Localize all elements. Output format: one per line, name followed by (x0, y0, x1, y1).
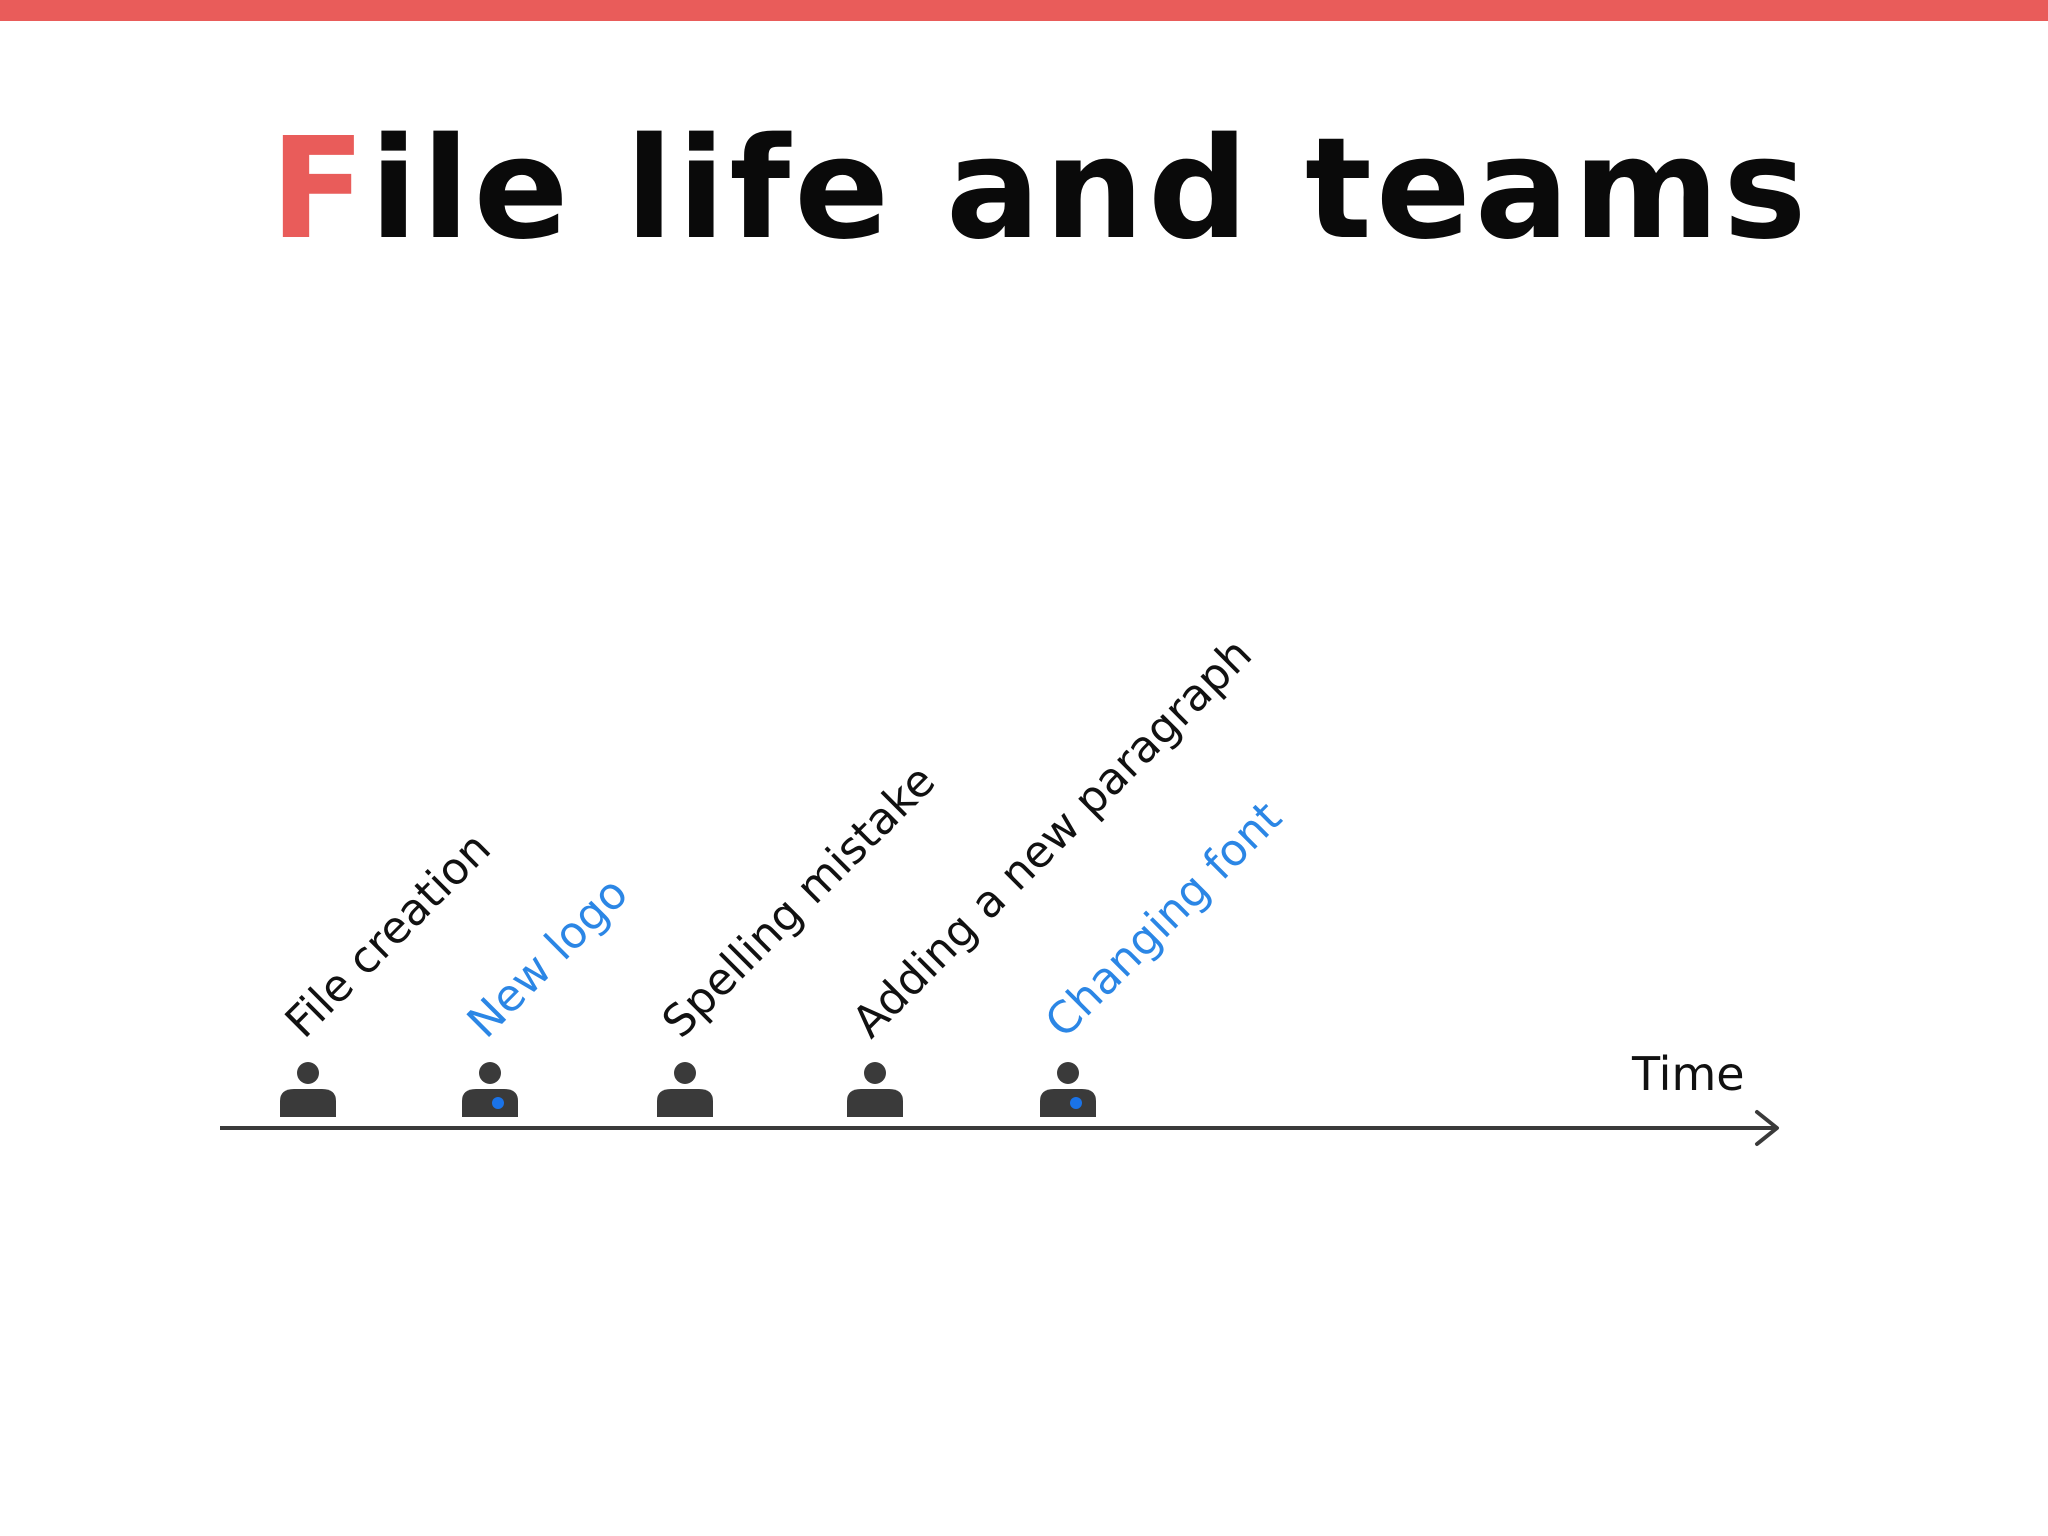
top-accent-bar (0, 0, 2048, 21)
person-body (657, 1089, 713, 1117)
title-rest: ile life and teams (369, 108, 1811, 271)
timeline-event: File creation (276, 823, 501, 1117)
person-body (280, 1089, 336, 1117)
change-badge-dot (1070, 1097, 1082, 1109)
person-head (479, 1062, 501, 1084)
event-label: New logo (458, 867, 638, 1047)
person-icon (1040, 1062, 1096, 1117)
person-icon (280, 1062, 336, 1117)
event-label: Adding a new paragraph (843, 629, 1262, 1048)
person-body (462, 1089, 518, 1117)
time-axis-arrowhead (1755, 1110, 1779, 1146)
timeline-event: New logo (458, 867, 638, 1117)
slide-title: File life and teams (270, 120, 1811, 260)
person-icon (847, 1062, 903, 1117)
person-head (297, 1062, 319, 1084)
time-axis: Time (220, 1047, 1779, 1146)
timeline-event: Spelling mistake (653, 755, 945, 1117)
time-axis-label: Time (1631, 1047, 1745, 1101)
person-head (1057, 1062, 1079, 1084)
change-badge-dot (492, 1097, 504, 1109)
person-head (674, 1062, 696, 1084)
title-initial: F (270, 108, 370, 271)
person-icon (462, 1062, 518, 1117)
person-body (1040, 1089, 1096, 1117)
person-body (847, 1089, 903, 1117)
person-head (864, 1062, 886, 1084)
person-icon (657, 1062, 713, 1117)
